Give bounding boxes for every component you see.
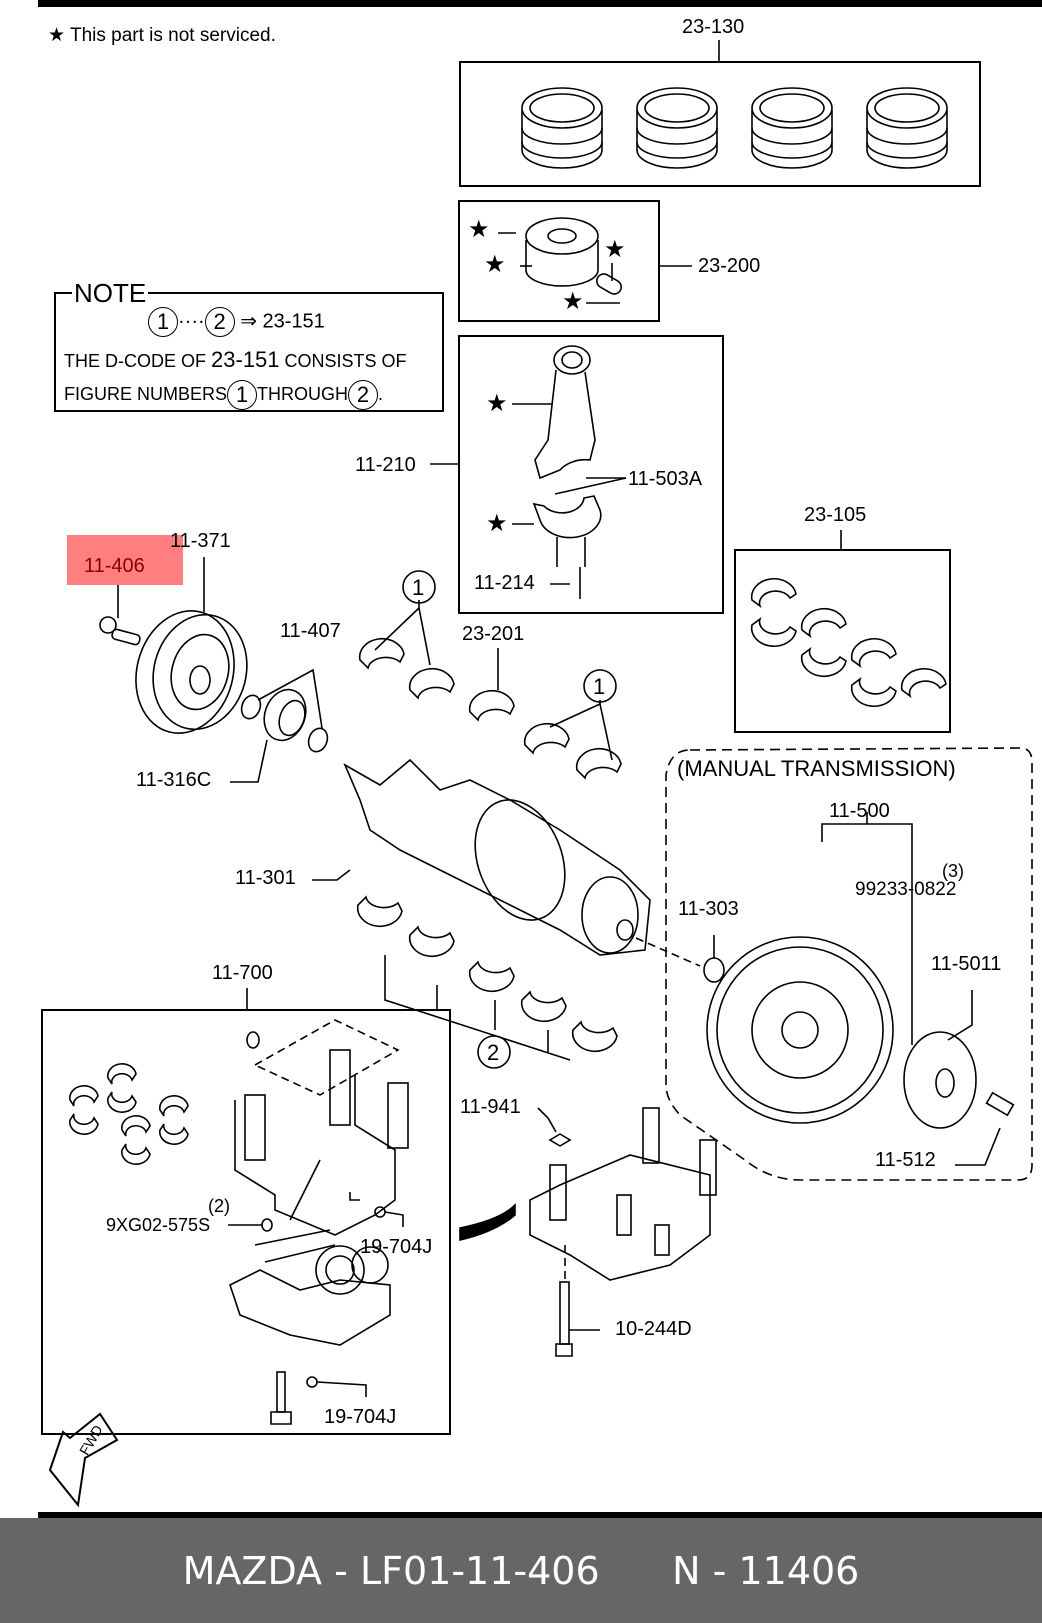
- separator: -: [334, 1548, 348, 1593]
- note-title: NOTE: [72, 278, 149, 309]
- note-text: THE D-CODE OF: [64, 351, 206, 371]
- piston-ring-set: [866, 87, 948, 169]
- part-label-11-214[interactable]: 11-214: [474, 572, 535, 594]
- piston-ring-set: [636, 87, 718, 169]
- part-label-11-371[interactable]: 11-371: [170, 530, 231, 552]
- star-icon: ★: [48, 25, 66, 46]
- part-label-23-130[interactable]: 23-130: [682, 16, 745, 38]
- manual-transmission-group: [635, 747, 1033, 1181]
- piston-ring-set: [751, 87, 833, 169]
- star-icon: ★: [562, 288, 584, 315]
- part-label-11-512[interactable]: 11-512: [875, 1149, 936, 1171]
- figure-ref-1-left: 1: [412, 575, 425, 600]
- part-quantity-99233: (3): [942, 861, 964, 881]
- part-label-11-406[interactable]: 11-406: [84, 555, 145, 577]
- connecting-rod-group: [430, 335, 724, 614]
- ref-circle-2: 2: [348, 380, 379, 410]
- ref-circle-1: 1: [227, 380, 258, 410]
- note-text: .: [378, 383, 384, 404]
- crank-pulley: [99, 557, 248, 734]
- lower-block-group: [459, 1107, 717, 1357]
- part-label-11-407[interactable]: 11-407: [280, 620, 341, 642]
- part-label-11-5011[interactable]: 11-5011: [931, 953, 1002, 975]
- piston-ring-set: [521, 87, 603, 169]
- bottom-border: [38, 1512, 1042, 1518]
- star-icon: ★: [604, 236, 626, 263]
- note-text: FIGURE NUMBERS: [64, 383, 228, 404]
- manual-transmission-label: (MANUAL TRANSMISSION): [677, 756, 956, 781]
- part-label-11-503a[interactable]: 11-503A: [628, 468, 703, 490]
- note-text: THROUGH: [257, 383, 349, 404]
- part-label-23-105[interactable]: 23-105: [804, 504, 867, 526]
- star-icon: ★: [486, 510, 508, 537]
- note-code: 23-151: [262, 310, 325, 333]
- balancer-unit-group: [41, 988, 451, 1435]
- figure-ref-1-right: 1: [593, 674, 606, 699]
- upper-main-bearings: [358, 570, 622, 780]
- part-label-9xg02-575s[interactable]: 9XG02-575S: [106, 1215, 211, 1235]
- part-label-11-316c[interactable]: 11-316C: [136, 769, 212, 791]
- note-code: 23-151: [211, 347, 280, 372]
- separator: -: [712, 1548, 727, 1593]
- note-line-2: THE D-CODE OF 23-151 CONSISTS OF: [64, 347, 407, 373]
- ref-circle-1: 1: [148, 307, 178, 337]
- not-serviced-text: This part is not serviced.: [69, 25, 276, 46]
- note-line-1: 1····2 ⇒ 23-151: [148, 307, 325, 337]
- alt-prefix: N: [672, 1548, 701, 1593]
- star-icon: ★: [468, 216, 490, 243]
- part-label-11-941[interactable]: 11-941: [460, 1096, 521, 1118]
- note-box: [54, 292, 444, 412]
- figure-ref-2: 2: [487, 1040, 500, 1065]
- forward-direction-arrow: [48, 1412, 119, 1508]
- star-icon: ★: [486, 390, 508, 417]
- top-border: [38, 0, 1042, 7]
- piston-rings-group: [459, 40, 981, 187]
- part-label-19-704j-upper[interactable]: 19-704J: [360, 1236, 433, 1258]
- part-number-banner: MAZDA - LF01-11-406 N - 11406: [0, 1518, 1042, 1623]
- part-label-11-303[interactable]: 11-303: [678, 898, 739, 920]
- crank-sprocket-and-seals: [230, 668, 329, 783]
- part-label-11-301[interactable]: 11-301: [235, 867, 296, 889]
- part-label-11-700[interactable]: 11-700: [212, 962, 273, 984]
- exploded-parts-diagram: [41, 40, 1033, 1508]
- not-serviced-legend: ★ This part is not serviced.: [48, 24, 276, 47]
- lower-main-bearings: [356, 895, 618, 1069]
- part-label-19-704j-lower[interactable]: 19-704J: [324, 1406, 397, 1428]
- part-number: LF01-11-406: [359, 1548, 600, 1593]
- note-text: CONSISTS OF: [284, 351, 407, 371]
- brand-name: MAZDA: [182, 1548, 323, 1593]
- arrow-icon: ⇒: [240, 310, 257, 333]
- part-label-23-201[interactable]: 23-201: [462, 623, 525, 645]
- note-box-top: [54, 292, 442, 294]
- part-quantity-9xg02: (2): [208, 1196, 230, 1216]
- part-label-10-244d[interactable]: 10-244D: [615, 1318, 692, 1340]
- highlighted-part-marker: [67, 535, 183, 585]
- part-label-99233-0822[interactable]: 99233-0822: [855, 879, 957, 900]
- part-label-23-200[interactable]: 23-200: [698, 255, 761, 277]
- part-label-11-210[interactable]: 11-210: [355, 454, 416, 476]
- piston-group: [458, 200, 692, 322]
- main-bearings-group: [734, 530, 951, 733]
- crankshaft: [312, 758, 651, 956]
- ref-circle-2: 2: [204, 307, 235, 337]
- star-icon: ★: [484, 251, 506, 278]
- note-dots: ····: [178, 310, 205, 333]
- part-label-11-500[interactable]: 11-500: [829, 800, 890, 822]
- alt-number: 11406: [738, 1548, 860, 1593]
